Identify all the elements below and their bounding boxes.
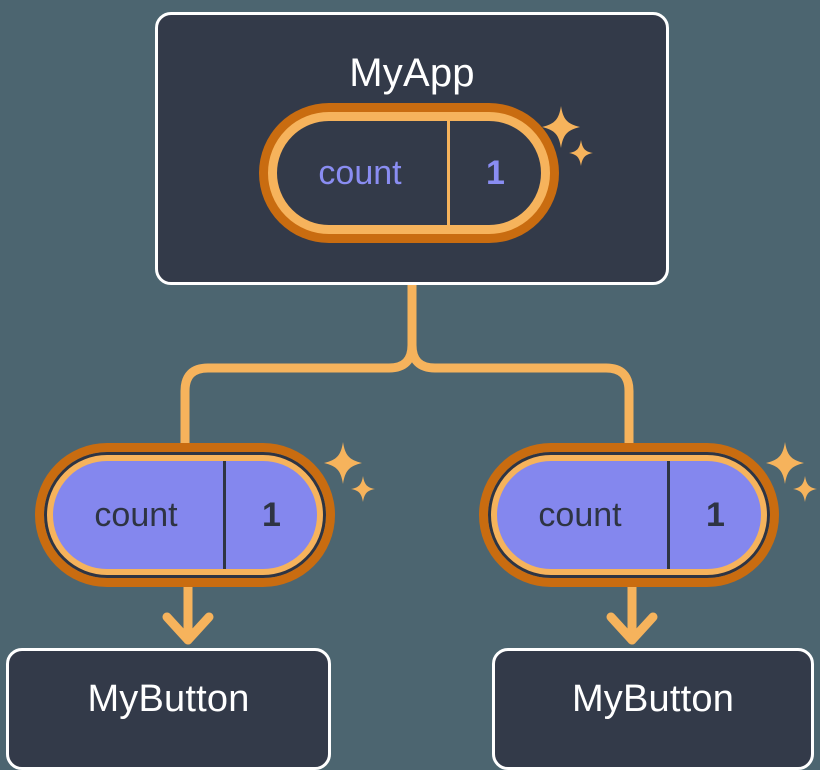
component-label-mybutton: MyButton — [87, 678, 250, 720]
component-label-myapp: MyApp — [349, 51, 475, 95]
state-key: count — [538, 495, 622, 534]
component-card-mybutton-right[interactable]: MyButton — [492, 648, 814, 770]
state-key: count — [94, 495, 178, 534]
fork-connector-right — [407, 340, 634, 457]
state-value: 1 — [667, 461, 761, 569]
arrow-head-right — [606, 612, 658, 645]
state-value: 1 — [223, 461, 317, 569]
sparkle-icon — [318, 440, 378, 511]
state-key: count — [318, 153, 402, 192]
component-card-mybutton-left[interactable]: MyButton — [6, 648, 331, 770]
sparkle-icon — [760, 440, 820, 511]
arrow-head-left — [162, 612, 214, 645]
component-label-mybutton: MyButton — [571, 678, 735, 720]
state-pill-right[interactable]: count 1 — [488, 452, 770, 578]
state-pill-myapp[interactable]: count 1 — [268, 112, 550, 234]
state-value: 1 — [447, 121, 541, 225]
state-pill-left[interactable]: count 1 — [44, 452, 326, 578]
fork-connector — [180, 280, 417, 457]
